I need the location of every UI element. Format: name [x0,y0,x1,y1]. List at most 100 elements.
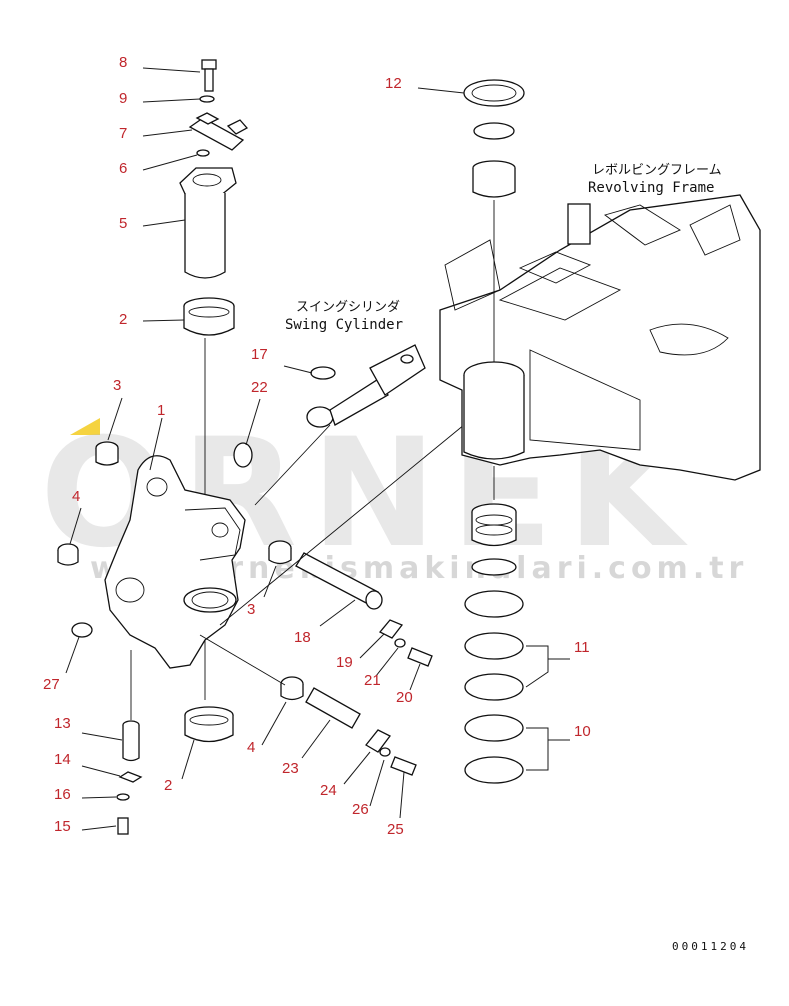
lock-tab [195,112,220,125]
frame-post [567,203,591,245]
cylinder-port [400,354,414,364]
callout-2-upper: 2 [119,311,127,328]
washer [394,638,406,648]
frame-side-wall [529,349,641,451]
cylinder-shim [310,366,336,380]
bushing-groove [475,524,513,536]
washer [199,95,215,103]
bushing-body [184,715,234,743]
shim [464,714,524,742]
callout-8: 8 [119,54,127,71]
callout-13: 13 [54,715,71,732]
shim [233,442,253,468]
frame-block [689,204,741,256]
callout-15: 15 [54,818,71,835]
swing-cylinder [233,344,426,506]
callout-2-lower: 2 [164,777,172,794]
lock-tab [226,119,249,135]
cover-tube [184,193,226,279]
drawing-number: 00011204 [672,940,749,953]
washer [379,747,391,757]
bush-body [57,550,79,566]
bolt-shank [204,68,214,92]
callout-16: 16 [54,786,71,803]
callout-24: 24 [320,782,337,799]
part-name-labels: スイングシリンダ Swing Cylinder レボルビングフレーム Revol… [285,163,722,333]
bush-body [95,448,119,466]
bushing-body [471,512,517,547]
plate [365,729,391,753]
bush-body [280,684,304,701]
cylinder-axis [254,424,331,506]
cover-flange [179,167,237,197]
swing-cylinder-label-jp: スイングシリンダ [296,300,400,315]
callout-4-left: 4 [72,488,80,505]
bushing-inner [188,306,230,318]
shim [464,590,524,618]
shim-bore [471,84,517,102]
callout-18: 18 [294,629,311,646]
small-bolt [196,149,210,157]
shim [464,673,524,701]
bolt [117,817,129,835]
bolt [407,647,433,667]
callout-26: 26 [352,801,369,818]
bracket-lug-bore [211,522,229,538]
short-pin [305,687,361,729]
bushing-inner [189,714,229,726]
washer [116,793,130,801]
right-stack [463,79,525,784]
bracket-upper-bore [146,477,168,497]
callout-20: 20 [396,689,413,706]
callout-25: 25 [387,821,404,838]
callout-7: 7 [119,125,127,142]
callout-9: 9 [119,90,127,107]
frame-round-opening [649,323,729,356]
watermark-accent-icon [70,418,100,435]
revolving-frame-label-en: Revolving Frame [588,180,714,196]
callout-10: 10 [574,723,591,740]
shim [463,79,525,107]
frame-bracket [604,204,681,246]
plate [118,771,143,783]
frame-front-bracket [444,239,501,311]
bracket-main-bore-inner [191,591,229,609]
callout-17: 17 [251,346,268,363]
seal-ring [473,122,515,140]
bolt [390,756,417,776]
bracket-cylinder-lug [184,507,241,561]
callout-numbers: 8 9 7 6 5 2 3 1 4 27 13 14 16 15 17 22 3… [43,54,591,838]
pin-head [365,590,383,610]
callout-22: 22 [251,379,268,396]
revolving-frame-label-jp: レボルビングフレーム [592,163,722,178]
plate [378,619,404,639]
callout-12: 12 [385,75,402,92]
callout-21: 21 [364,672,381,689]
revolving-frame [439,194,761,500]
callout-4-lower: 4 [247,739,255,756]
callout-27: 27 [43,676,60,693]
lock-plate [188,117,245,151]
center-parts [199,419,471,776]
callout-1: 1 [157,402,165,419]
frame-boss [463,375,525,460]
leader-lines [65,67,570,831]
callout-19: 19 [336,654,353,671]
lower-bushing [184,706,234,743]
callout-11: 11 [574,639,590,656]
shim [464,756,524,784]
shim [71,622,93,638]
swing-bracket [104,455,246,669]
callout-6: 6 [119,160,127,177]
bracket-to-frame-line [219,419,471,626]
bracket-to-bush-line [199,634,286,686]
callout-3-center: 3 [247,601,255,618]
shim [464,632,524,660]
left-small-parts [57,441,143,835]
callout-5: 5 [119,215,127,232]
frame-plate [498,267,622,321]
piston-rod [329,377,389,426]
seal-ring [471,558,517,576]
